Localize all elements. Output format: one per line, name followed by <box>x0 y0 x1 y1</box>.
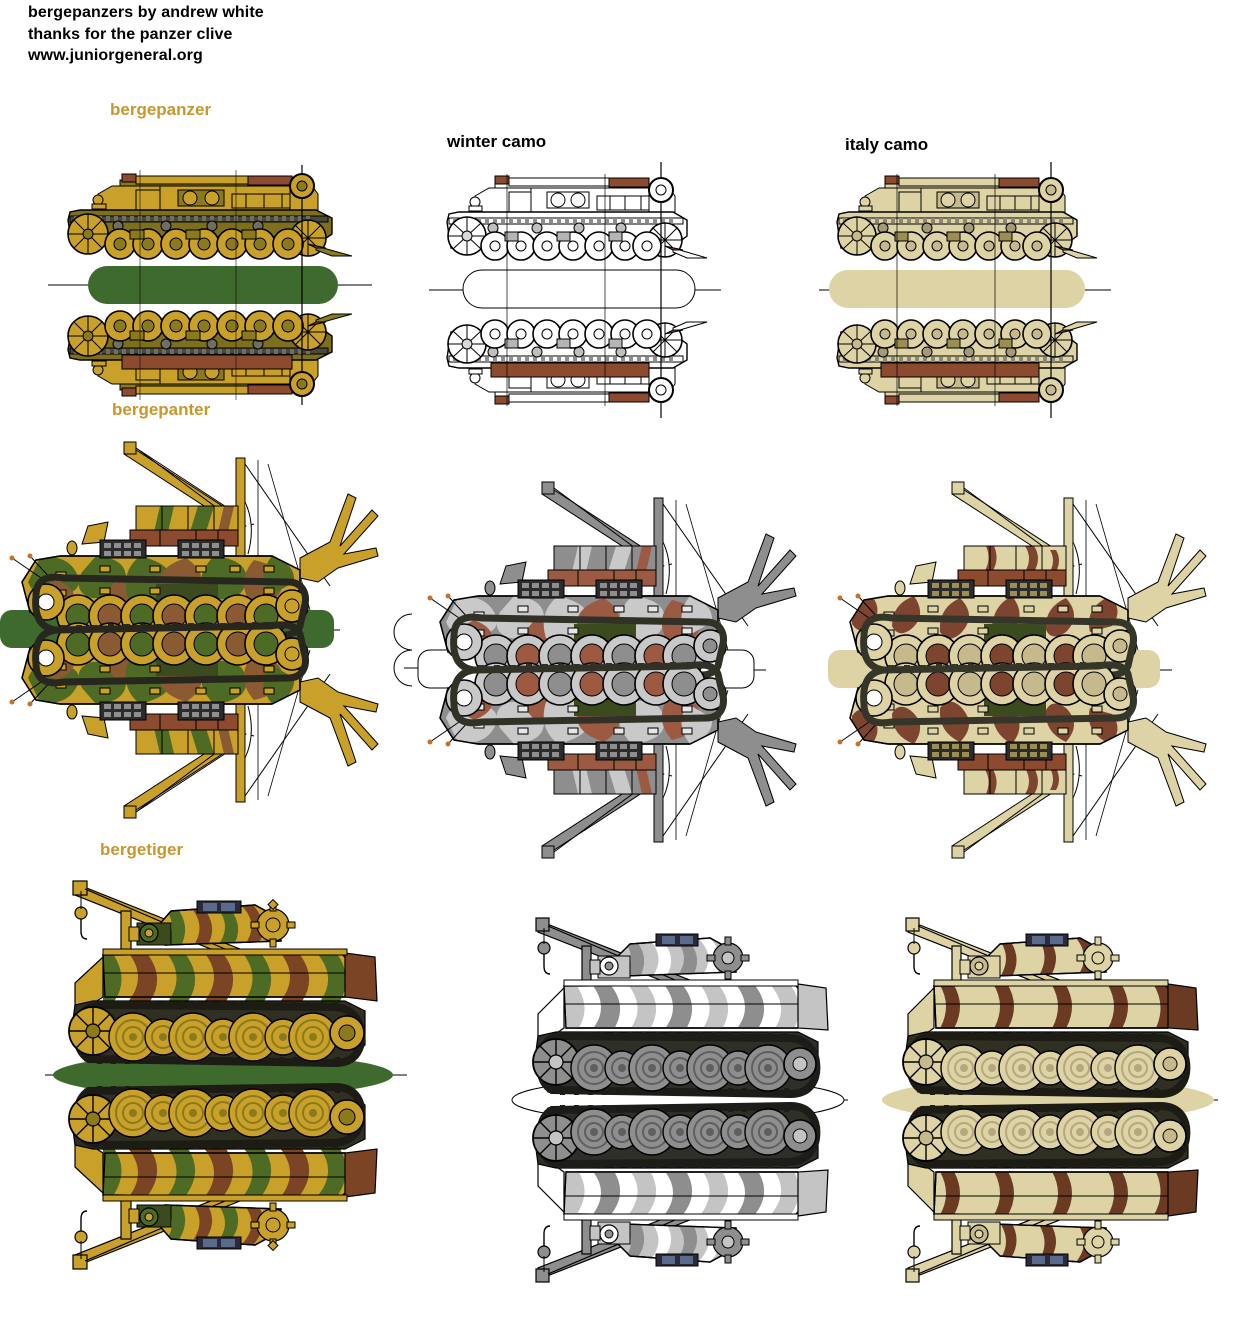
label-bergepanzer: bergepanzer <box>110 100 212 119</box>
vehicle-bottom-half <box>533 1105 828 1282</box>
vehicle-top-half <box>903 918 1198 1095</box>
vehicle-top-half <box>838 482 1207 678</box>
label-italy-camo: italy camo <box>845 135 929 154</box>
figure-bergepanter-winter <box>417 470 818 870</box>
figure-bergepanter-standard <box>0 430 420 830</box>
base-strip-green <box>88 266 338 304</box>
vehicle-top-half <box>533 918 828 1095</box>
credit-line-author: bergepanzers by andrew white <box>28 4 264 21</box>
base-strip-sand <box>829 270 1085 308</box>
credit-line-website: www.juniorgeneral.org <box>28 47 203 65</box>
fold-tab-strip <box>880 362 1040 378</box>
vehicle-top-half <box>69 881 377 1064</box>
credit-line-thanks: thanks for the panzer clive <box>28 25 233 43</box>
figure-bergetiger-standard <box>45 865 415 1285</box>
figure-bergepanzer-italy <box>815 160 1115 420</box>
figure-bergepanzer-winter <box>425 160 725 420</box>
figure-bergetiger-italy <box>882 900 1222 1300</box>
figure-bergepanzer-standard <box>40 160 380 410</box>
label-winter-camo: winter camo <box>447 132 547 151</box>
figure-bergepanter-italy <box>828 470 1228 870</box>
vehicle-bottom-half <box>428 662 797 858</box>
vehicle-top-half <box>10 442 379 638</box>
vehicle-bottom-half <box>69 1086 377 1269</box>
figure-bergetiger-winter <box>511 900 852 1300</box>
base-strip-white <box>462 269 696 309</box>
tab-loop <box>393 613 413 687</box>
vehicle-top-half <box>428 482 797 678</box>
vehicle-bottom-half <box>903 1105 1198 1282</box>
fold-tab-strip <box>121 354 293 370</box>
label-bergetiger: bergetiger <box>100 840 184 859</box>
credits-block: bergepanzers by andrew white thanks for … <box>28 2 264 67</box>
vehicle-bottom-half <box>10 622 379 818</box>
vehicle-bottom-half <box>838 662 1207 858</box>
fold-tab-strip <box>490 362 650 378</box>
label-bergepanter: bergepanter <box>112 400 211 419</box>
